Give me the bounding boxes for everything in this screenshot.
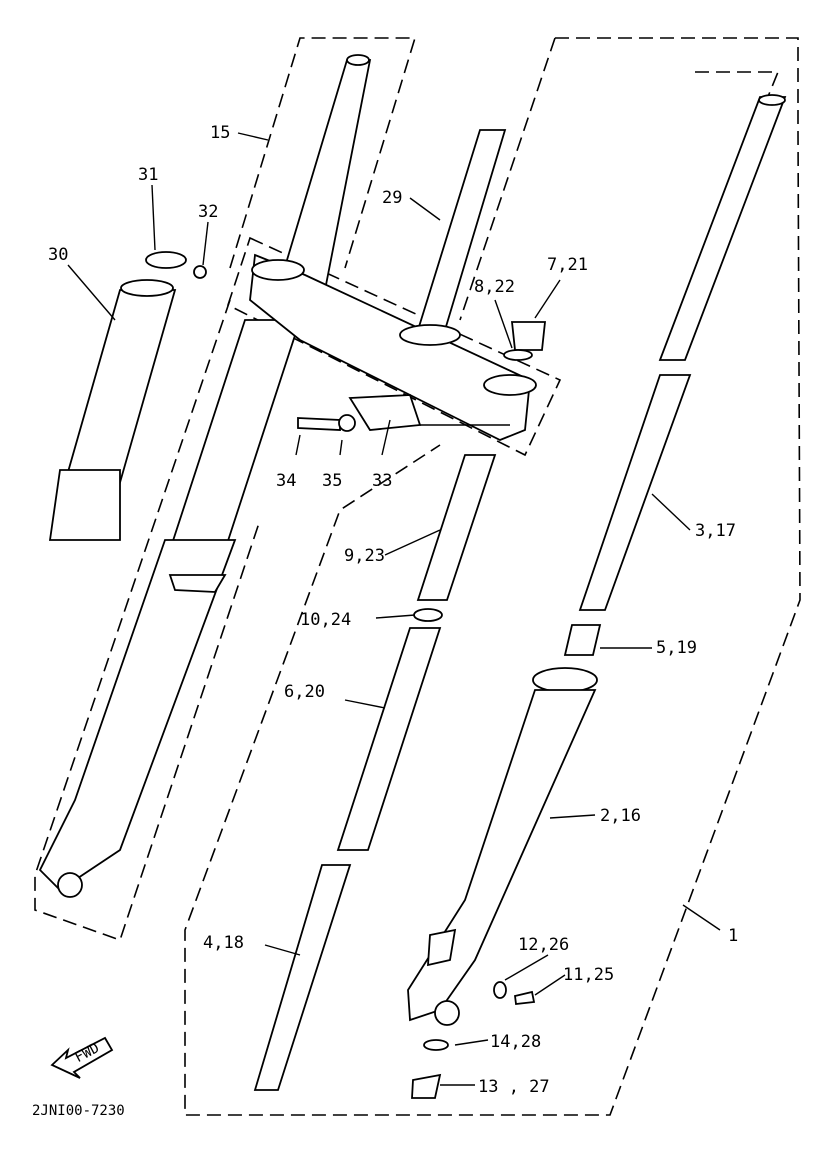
under-bracket xyxy=(249,253,537,441)
right-fork-group-outline xyxy=(184,37,801,1116)
callout-30: 30 xyxy=(48,245,68,265)
cable-guide-bracket xyxy=(348,394,422,431)
fwd-arrow-icon: FWD xyxy=(50,1036,114,1079)
spring-seat xyxy=(413,608,443,622)
callout-4-18: 4,18 xyxy=(203,933,244,953)
callout-29: 29 xyxy=(382,188,402,208)
callout-6-20: 6,20 xyxy=(284,682,325,702)
callout-2-16: 2,16 xyxy=(600,806,641,826)
diagram-code: 2JNI00-7230 xyxy=(32,1103,125,1119)
damper-rod-bolt xyxy=(411,1073,442,1099)
callout-9-23: 9,23 xyxy=(344,546,385,566)
callout-13-27: 13 , 27 xyxy=(478,1077,550,1097)
cable-guide-bolt xyxy=(297,417,341,431)
callout-10-24: 10,24 xyxy=(300,610,351,630)
callout-3-17: 3,17 xyxy=(695,521,736,541)
left-inner-tube xyxy=(276,54,372,291)
left-outer-tube xyxy=(38,319,302,898)
steering-stem xyxy=(399,129,507,346)
under-bracket-outline xyxy=(227,236,562,457)
callout-33: 33 xyxy=(372,471,392,491)
callout-8-22: 8,22 xyxy=(474,277,515,297)
callout-32: 32 xyxy=(198,202,218,222)
spacer-tube xyxy=(416,454,497,601)
callout-12-26: 12,26 xyxy=(518,935,569,955)
drain-screw xyxy=(514,990,536,1005)
callout-7-21: 7,21 xyxy=(547,255,588,275)
fork-spring xyxy=(336,627,442,851)
o-ring xyxy=(503,349,533,361)
clamp-screw xyxy=(193,265,207,279)
right-outer-tube xyxy=(407,667,598,1026)
callout-15: 15 xyxy=(210,123,230,143)
callout-14-28: 14,28 xyxy=(490,1032,541,1052)
left-fork-group-outline xyxy=(34,37,417,942)
inner-tube-group-outline xyxy=(659,71,780,363)
callout-5-19: 5,19 xyxy=(656,638,697,658)
callout-1: 1 xyxy=(728,926,738,946)
damper-rod xyxy=(253,864,352,1091)
cable-guide-washer xyxy=(338,414,356,432)
boot-clamp-ring xyxy=(145,251,187,269)
drain-gasket xyxy=(493,981,507,999)
callout-34: 34 xyxy=(276,471,296,491)
callout-35: 35 xyxy=(322,471,342,491)
dust-boot xyxy=(48,279,177,541)
right-inner-tube xyxy=(578,94,787,611)
cap-bolt xyxy=(510,321,547,351)
copper-washer xyxy=(423,1039,449,1051)
leader-lines xyxy=(67,132,721,1086)
callout-11-25: 11,25 xyxy=(563,965,614,985)
callout-31: 31 xyxy=(138,165,158,185)
oil-lock-piece xyxy=(563,624,602,656)
